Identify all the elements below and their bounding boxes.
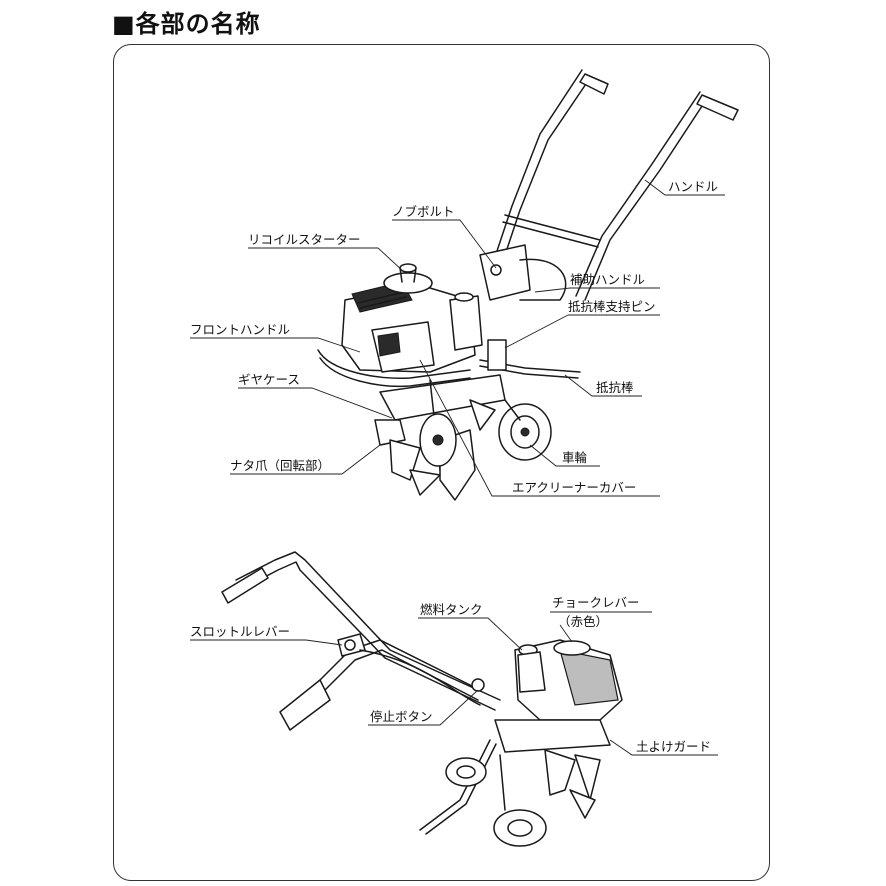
label-throttle-lever: スロットルレバー [190,624,290,639]
label-resist-pin: 抵抗棒支持ピン [568,299,656,314]
label-wheel: 車輪 [562,450,588,465]
label-fuel-tank: 燃料タンク [420,602,483,617]
label-choke-color: （赤色） [558,614,608,629]
stop-button [471,678,485,692]
upper-leader-lines [190,179,725,497]
diagram-frame [113,44,770,881]
label-tines: ナタ爪（回転部） [230,458,330,473]
choke-lever [553,640,591,656]
label-recoil-starter: リコイルスターター [248,232,361,247]
label-resist-bar: 抵抗棒 [596,380,634,395]
rear-grip-bottom [279,679,331,731]
label-front-handle: フロントハンドル [190,322,290,337]
handle-grip-right [696,94,739,121]
section-title: ■各部の名称 [112,10,261,38]
tiller-front-view [317,69,739,501]
rear-grip-top [221,567,269,604]
knob-bolt [490,264,502,276]
label-gear-case: ギヤケース [238,372,300,387]
recoil-starter [383,272,433,294]
label-handle: ハンドル [668,179,718,194]
label-choke-lever: チョークレバー [552,595,640,610]
label-stop-button: 停止ボタン [370,709,433,724]
label-aux-handle: 補助ハンドル [570,272,645,287]
label-knob-bolt: ノブボルト [392,204,455,219]
handle-mount [479,244,531,301]
label-soil-guard: 土よけガード [636,739,711,754]
fuel-tank [449,295,483,351]
resist-bar-holder [487,339,507,371]
tiller-rear-view [221,551,623,847]
handle-grip-left [579,73,609,95]
soil-guard [494,719,611,753]
label-air-cleaner: エアクリーナーカバー [512,480,636,495]
lower-leader-lines [190,611,718,756]
